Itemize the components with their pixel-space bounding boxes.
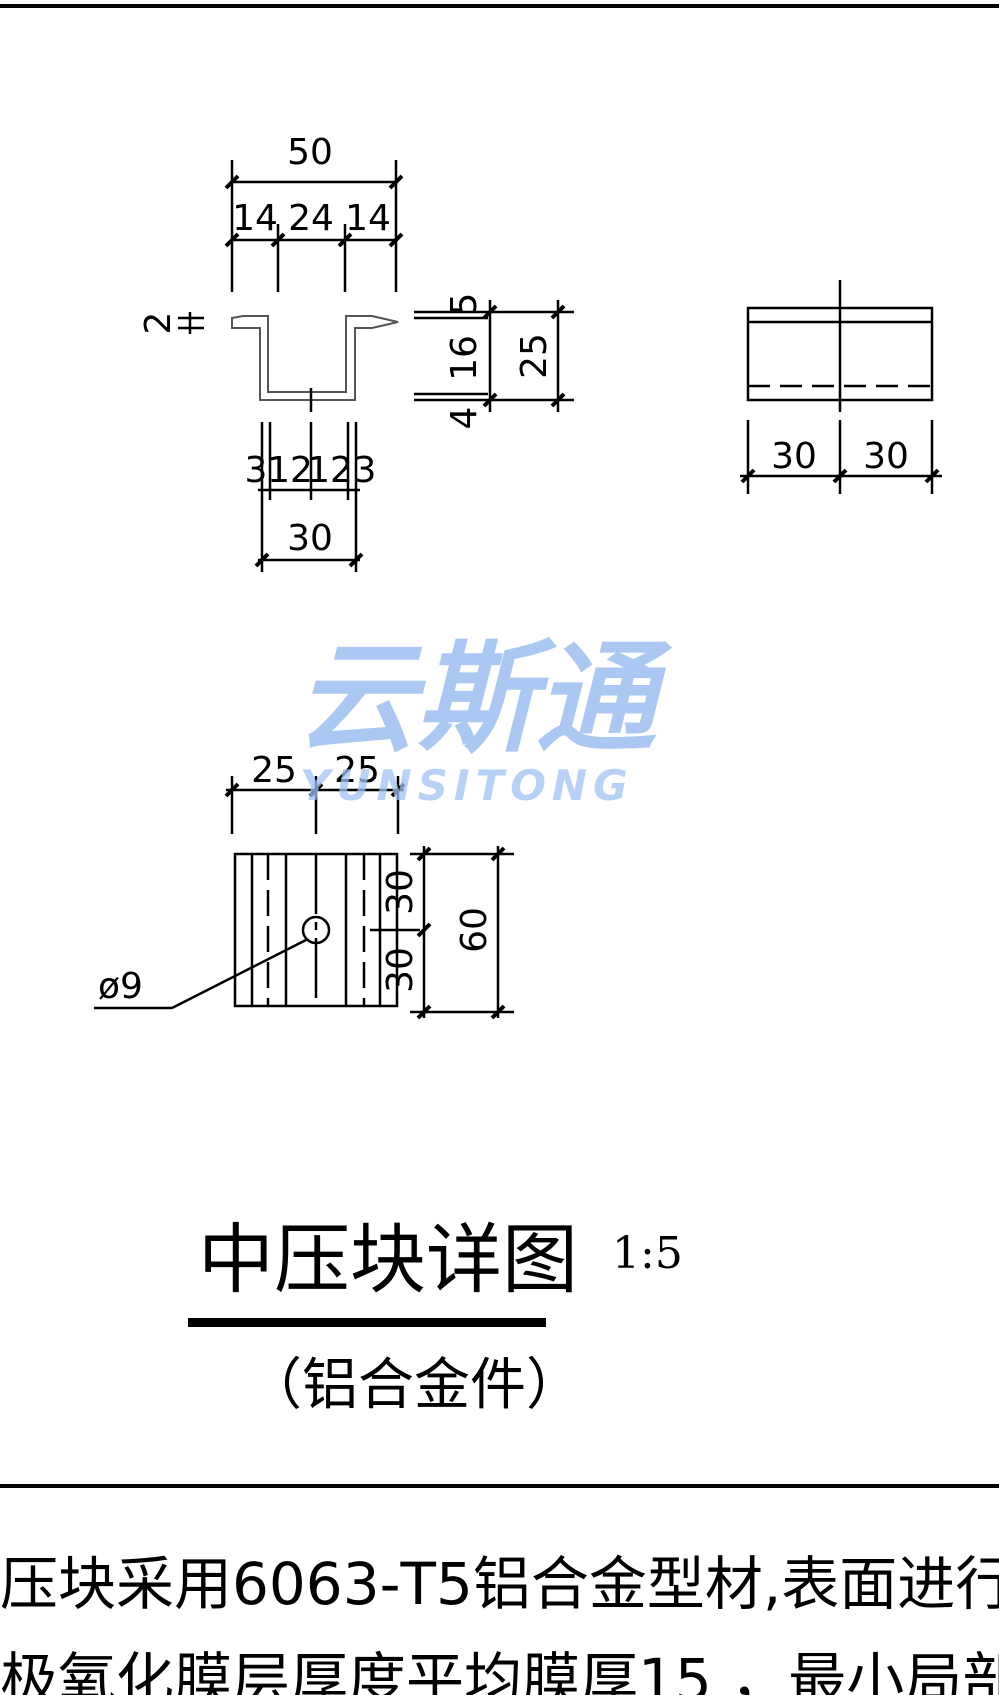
dim-top-total: 50 — [287, 132, 333, 173]
tick — [308, 782, 324, 798]
tick — [832, 468, 848, 484]
tick — [390, 782, 406, 798]
section-view — [178, 160, 574, 572]
tick — [490, 846, 506, 862]
tick — [490, 1004, 506, 1020]
tick — [337, 232, 353, 248]
dim-top-part-1: 14 — [232, 198, 278, 239]
plan-dim-right-total: 60 — [454, 907, 495, 953]
tick — [924, 468, 940, 484]
plan-hole — [301, 915, 331, 945]
watermark-en: YUNSITONG — [300, 761, 634, 810]
tick — [416, 1004, 432, 1020]
tick — [348, 552, 364, 568]
dim-right-total: 25 — [514, 333, 555, 379]
tick — [224, 232, 240, 248]
hole-leader — [171, 938, 307, 1010]
tick — [550, 304, 566, 320]
note-line-2: 极氧化膜层厚度平均膜厚15 ，最小局部膜 — [0, 1646, 999, 1695]
tick — [254, 552, 270, 568]
drawing-scale: 1:5 — [612, 1228, 683, 1279]
dim-bottom-total: 30 — [287, 518, 333, 559]
dim-right-part-3: 4 — [444, 407, 485, 430]
plan-dim-top-right: 25 — [334, 750, 380, 791]
title-underline — [188, 1318, 546, 1327]
tick — [224, 782, 240, 798]
tick — [416, 922, 432, 938]
plan-dim-right-lower: 30 — [380, 947, 421, 993]
drawing-subtitle: （铝合金件） — [246, 1353, 582, 1418]
side-dim-left: 30 — [771, 436, 817, 477]
hole-diameter-label: ø9 — [98, 966, 143, 1007]
tick — [388, 232, 404, 248]
tick — [416, 846, 432, 862]
drawing-title: 中压块详图 — [198, 1215, 578, 1304]
note-line-1: 压块采用6063-T5铝合金型材,表面进行阳 — [0, 1550, 999, 1618]
dim-right-part-1: 5 — [444, 293, 485, 316]
tick — [270, 232, 286, 248]
tick — [550, 392, 566, 408]
dim-bottom-part-2: 12 — [267, 450, 313, 491]
dim-bottom-part-1: 3 — [245, 450, 268, 491]
plan-view — [94, 776, 514, 1020]
dim-top-part-2: 24 — [288, 198, 334, 239]
side-view — [740, 280, 942, 494]
dim-thickness-label: 2 — [138, 312, 179, 335]
tick — [482, 304, 498, 320]
dim-right-part-2: 16 — [444, 335, 485, 381]
dim-bottom-part-4: 3 — [354, 450, 377, 491]
profile-outline — [231, 315, 399, 401]
side-dim-right: 30 — [863, 436, 909, 477]
tick — [388, 174, 404, 190]
dim-top-part-3: 14 — [345, 198, 391, 239]
tick — [482, 392, 498, 408]
watermark-cn: 云斯通 — [296, 630, 673, 769]
plan-dim-top-left: 25 — [251, 750, 297, 791]
plan-dim-right-upper: 30 — [380, 869, 421, 915]
dim-bottom-part-3: 12 — [307, 450, 353, 491]
tick — [224, 174, 240, 190]
tick — [740, 468, 756, 484]
